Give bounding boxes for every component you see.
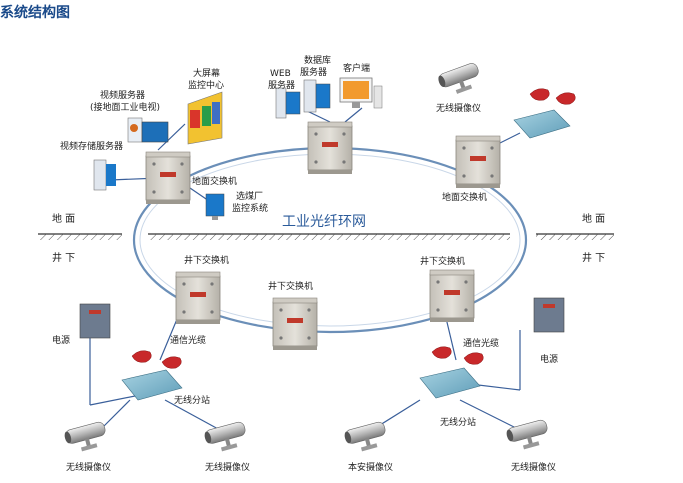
label-video-server-2: (接地面工业电视) bbox=[90, 101, 160, 113]
web-server-icon bbox=[275, 87, 301, 119]
label-camera-bottom-4: 无线摄像仪 bbox=[511, 461, 556, 473]
power-supply-right-icon bbox=[533, 297, 565, 333]
surface-switch-left-cabinet bbox=[145, 151, 191, 205]
label-power-left: 电源 bbox=[52, 334, 70, 346]
page-title: 系统结构图 bbox=[0, 5, 70, 21]
label-web-server-2: 服务器 bbox=[268, 79, 295, 91]
wireless-camera-top-icon bbox=[436, 61, 484, 99]
label-comm-cable-left: 通信光缆 bbox=[170, 334, 206, 346]
label-power-right: 电源 bbox=[540, 353, 558, 365]
label-db-server-1: 数据库 bbox=[304, 54, 331, 66]
big-screen-monitor-icon bbox=[187, 91, 223, 145]
label-ground-below-right: 井 下 bbox=[582, 251, 605, 264]
label-underground-switch-right: 井下交换机 bbox=[420, 255, 465, 267]
label-underground-switch-left: 井下交换机 bbox=[184, 254, 229, 266]
underground-switch-right-cabinet bbox=[429, 269, 475, 323]
label-video-server-1: 视频服务器 bbox=[100, 89, 145, 101]
central-switch-cabinet bbox=[307, 121, 353, 175]
wireless-camera-bottom-2-icon bbox=[202, 420, 250, 456]
label-ground-above-right: 地 面 bbox=[582, 212, 605, 225]
ground-level-line bbox=[38, 233, 614, 240]
label-ground-above-left: 地 面 bbox=[52, 212, 75, 225]
label-surface-switch-right: 地面交换机 bbox=[442, 191, 487, 203]
surface-switch-right-cabinet bbox=[455, 135, 501, 189]
label-camera-bottom-2: 无线摄像仪 bbox=[205, 461, 250, 473]
client-computer-icon bbox=[339, 77, 383, 109]
video-storage-server-icon bbox=[93, 159, 116, 191]
label-coal-prep-2: 监控系统 bbox=[232, 202, 268, 214]
wireless-substation-top-icon bbox=[513, 88, 576, 139]
wireless-substation-right-icon bbox=[419, 346, 484, 399]
label-wireless-substation-left: 无线分站 bbox=[174, 394, 210, 406]
coal-prep-monitor-icon bbox=[205, 193, 225, 220]
label-db-server-2: 服务器 bbox=[300, 66, 327, 78]
intrinsic-safe-camera-icon bbox=[342, 420, 390, 456]
label-camera-bottom-3: 本安摄像仪 bbox=[348, 461, 393, 473]
label-surface-switch-left: 地面交换机 bbox=[192, 175, 237, 187]
label-big-screen-2: 监控中心 bbox=[188, 79, 224, 91]
label-camera-bottom-1: 无线摄像仪 bbox=[66, 461, 111, 473]
wireless-camera-bottom-4-icon bbox=[504, 418, 552, 454]
label-web-server-1: WEB bbox=[270, 69, 291, 79]
wireless-camera-bottom-1-icon bbox=[62, 420, 110, 456]
underground-switch-mid-cabinet bbox=[272, 297, 318, 351]
wireless-substation-left-icon bbox=[121, 350, 183, 401]
label-wireless-substation-right: 无线分站 bbox=[440, 416, 476, 428]
video-server-icon bbox=[127, 117, 169, 143]
label-coal-prep-1: 选煤厂 bbox=[236, 190, 263, 202]
label-video-storage: 视频存储服务器 bbox=[60, 140, 123, 152]
power-supply-left-icon bbox=[79, 303, 111, 339]
database-server-icon bbox=[303, 79, 331, 113]
label-ground-below-left: 井 下 bbox=[52, 251, 75, 264]
underground-switch-left-cabinet bbox=[175, 271, 221, 325]
label-comm-cable-right: 通信光缆 bbox=[463, 337, 499, 349]
ring-label: 工业光纤环网 bbox=[282, 214, 366, 230]
label-big-screen-1: 大屏幕 bbox=[193, 67, 220, 79]
label-client: 客户端 bbox=[343, 62, 370, 74]
label-underground-switch-mid: 井下交换机 bbox=[268, 280, 313, 292]
label-wireless-camera-top: 无线摄像仪 bbox=[436, 102, 481, 114]
